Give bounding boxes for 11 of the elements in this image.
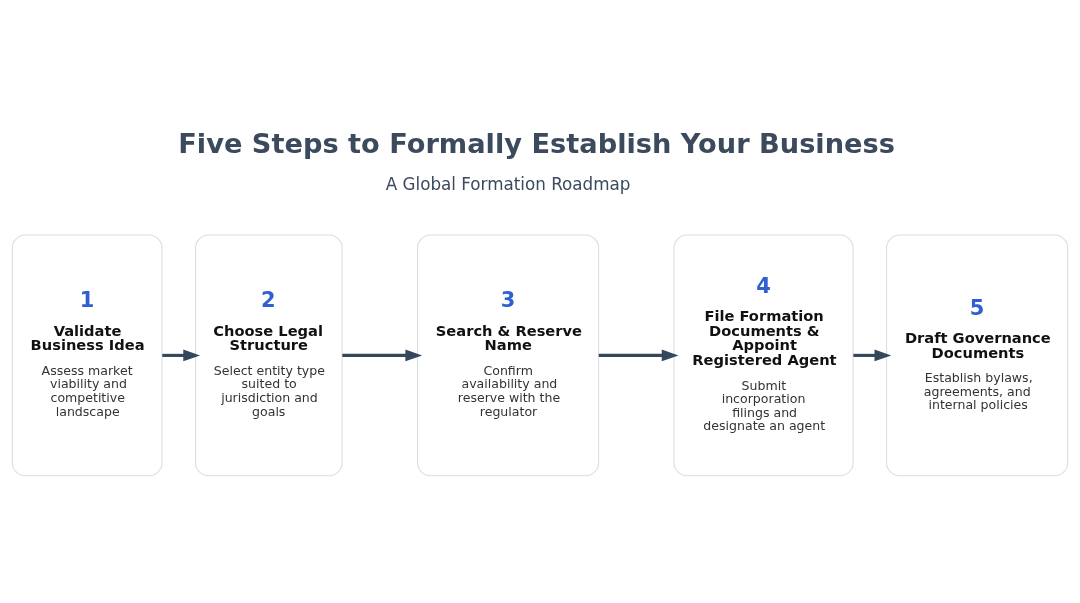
arrow bbox=[598, 349, 679, 361]
arrow bbox=[342, 349, 423, 361]
arrow bbox=[162, 349, 201, 361]
node-box: 4 File Formation Documents & Appoint Registered Agent Submit incorporation filings and designate an agent bbox=[673, 233, 854, 476]
node-box: 1 Validate Business Idea Assess market viability and competitive landscape bbox=[11, 233, 163, 476]
diagram-title: Five Steps to Formally Establish Your Business bbox=[178, 127, 895, 159]
node-box: 5 Draft Governance Documents Establish bylaws, agreements, and internal policies bbox=[886, 233, 1069, 476]
label: A Global Formation Roadmap bbox=[385, 173, 631, 194]
arrow bbox=[853, 349, 892, 361]
node-box: 2 Choose Legal Structure Select entity type suited to jurisdiction and goals bbox=[195, 233, 343, 476]
node-box: 3 Search & Reserve Name Confirm availability and reserve with the regulator bbox=[416, 233, 600, 476]
